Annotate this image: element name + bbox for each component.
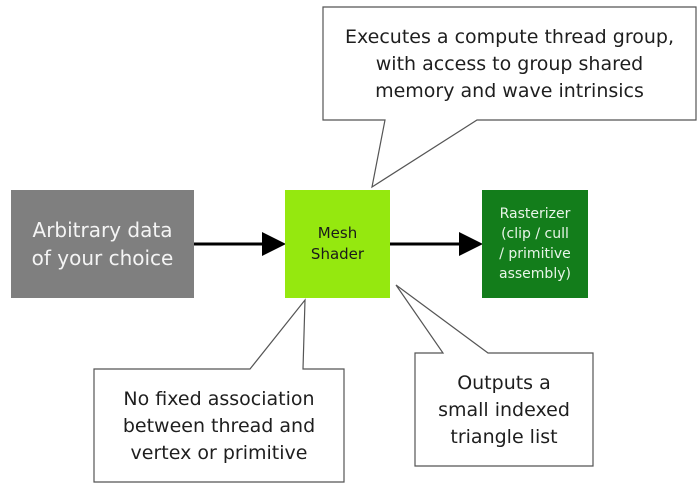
callout-bottom-left-shape	[93, 298, 345, 483]
callout-top-text: Executes a compute thread group, with ac…	[344, 25, 674, 102]
node-mesh-shader-label: Mesh Shader	[310, 224, 365, 263]
node-rasterizer-label: Rasterizer (clip / cull / primitive asse…	[499, 206, 571, 282]
callout-bottom-left-text: No fixed association between thread and …	[122, 387, 316, 464]
node-rasterizer: Rasterizer (clip / cull / primitive asse…	[482, 190, 588, 298]
callout-bottom-right-text: Outputs a small indexed triangle list	[438, 371, 570, 448]
node-input-data-label: Arbitrary data of your choice	[31, 218, 174, 270]
callout-bottom-right-shape	[395, 284, 594, 467]
node-mesh-shader: Mesh Shader	[285, 190, 390, 298]
node-input-data: Arbitrary data of your choice	[11, 190, 194, 298]
callout-top-shape	[322, 6, 697, 189]
